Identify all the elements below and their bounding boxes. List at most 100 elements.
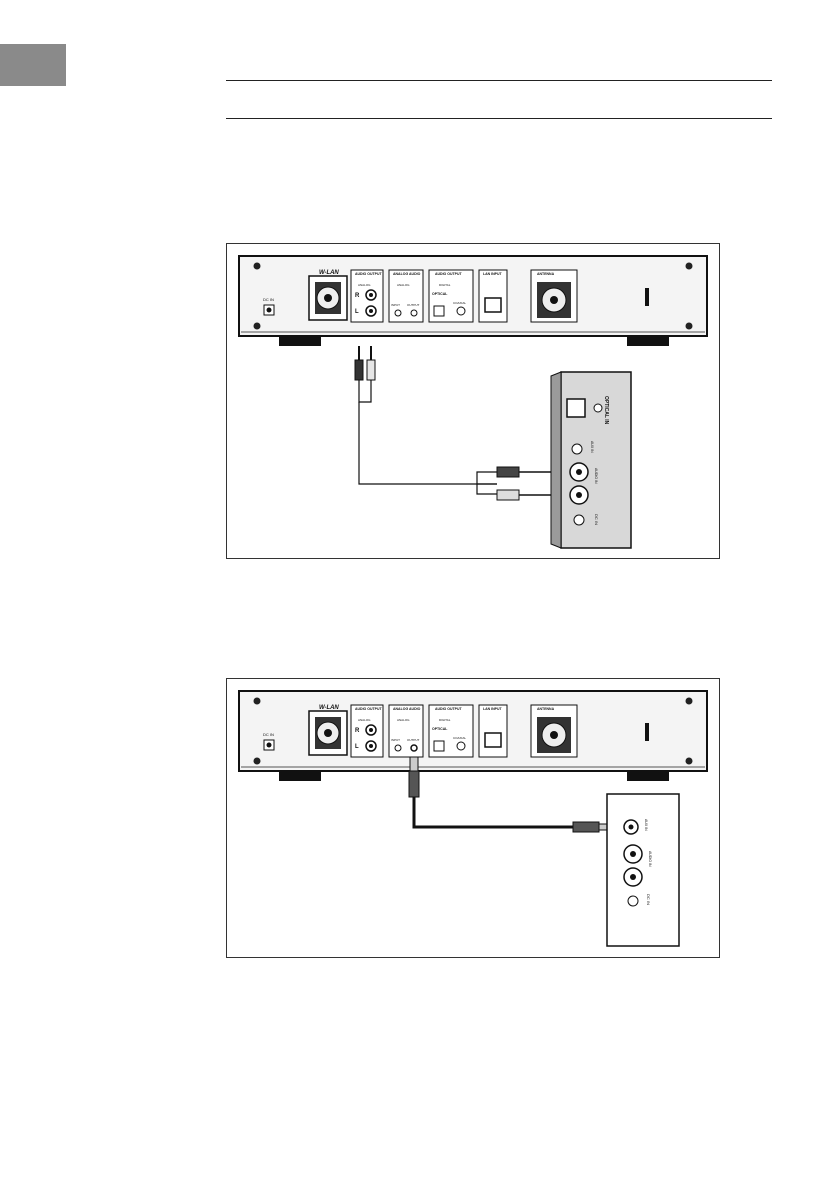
header-rule-bottom	[226, 118, 772, 119]
rca-jack-r-pin	[369, 293, 373, 297]
rca-cable-run	[358, 402, 497, 485]
figure-1-svg: DC IN W-LAN AUDIO OUTPUT ANALOG R L ANAL…	[238, 255, 708, 549]
dc-in-speaker-label: DC IN	[594, 514, 599, 525]
optical-label: OPTICAL	[432, 727, 448, 731]
rca-plug-light-icon	[366, 359, 376, 381]
device-foot-left	[279, 771, 321, 781]
dc-in-label: DC IN	[263, 732, 274, 737]
antenna-socket-center	[550, 296, 558, 304]
device-foot-right	[627, 336, 669, 346]
screw-icon	[685, 757, 693, 765]
wlan-label: W-LAN	[319, 270, 339, 276]
aux-plug-top-icon	[409, 756, 419, 772]
screw-icon	[253, 322, 261, 330]
aux-output-jack-icon	[410, 309, 418, 317]
optical-in-port-icon	[566, 398, 586, 418]
coaxial-label: COAXIAL	[453, 736, 466, 740]
device-foot-left	[279, 336, 321, 346]
rca-jack-l-pin	[369, 309, 373, 313]
aux-in-label: AUX IN	[644, 819, 648, 831]
digital-label: DIGITAL	[439, 283, 451, 287]
audio-in-r-pin	[576, 469, 582, 475]
aux-input-jack-icon	[394, 744, 402, 752]
optical-port-icon	[433, 740, 445, 752]
speaker-back-panel	[606, 793, 680, 947]
antenna-label: ANTENNA	[537, 272, 555, 276]
figure-2-svg: DC IN W-LAN AUDIO OUTPUT ANALOG R L ANAL…	[238, 690, 708, 947]
analog-audio-label: ANALOG AUDIO	[393, 707, 421, 711]
aux-cable-run	[412, 797, 573, 829]
rca-jack-r-pin	[369, 728, 373, 732]
aux-in-jack-pin	[628, 824, 634, 830]
optical-port-icon	[433, 305, 445, 317]
analog-audio-box	[388, 269, 424, 323]
analog-audio-label: ANALOG AUDIO	[393, 272, 421, 276]
screw-icon	[253, 757, 261, 765]
antenna-label: ANTENNA	[537, 707, 555, 711]
power-switch-icon	[645, 723, 649, 741]
power-switch-icon	[645, 288, 649, 306]
language-tab	[0, 44, 66, 86]
lan-port-icon	[484, 732, 502, 748]
r-channel-label: R	[355, 293, 360, 299]
device-foot-right	[627, 771, 669, 781]
l-channel-label: L	[355, 309, 359, 315]
lan-input-label: LAN INPUT	[483, 707, 503, 711]
figure-aux-connection: DC IN W-LAN AUDIO OUTPUT ANALOG R L ANAL…	[226, 678, 720, 958]
optical-in-label: OPTICAL IN	[603, 396, 609, 425]
lan-input-box	[478, 704, 508, 758]
analog-label: ANALOG	[358, 718, 371, 722]
lan-input-label: LAN INPUT	[483, 272, 503, 276]
rca-cable-bundle	[358, 380, 372, 403]
wlan-socket-center	[324, 729, 332, 737]
aux-in-label: AUX IN	[590, 441, 594, 453]
antenna-socket-center	[550, 731, 558, 739]
rca-plug-light-end-icon	[496, 489, 520, 501]
dc-in-speaker-jack-icon	[627, 895, 639, 907]
dc-in-speaker-label: DC IN	[646, 894, 651, 905]
l-channel-label: L	[355, 744, 359, 750]
rca-plug-dark-icon	[354, 359, 364, 381]
aux-in-jack-icon	[571, 443, 583, 455]
speaker-side	[550, 371, 562, 549]
lan-input-box	[478, 269, 508, 323]
dc-in-speaker-jack-icon	[573, 514, 585, 526]
audio-output-digital-label: AUDIO OUTPUT	[435, 272, 463, 276]
rca-jack-l-pin	[369, 744, 373, 748]
coaxial-jack-icon	[456, 306, 466, 316]
aux-plug-body-icon	[408, 770, 420, 798]
audio-in-label: AUDIO IN	[594, 468, 598, 484]
wlan-socket-center	[324, 294, 332, 302]
screw-icon	[253, 262, 261, 270]
analog-audio-box	[388, 704, 424, 758]
header-rule-top	[226, 80, 772, 81]
optical-in-indicator	[593, 403, 603, 413]
input-label: INPUT	[391, 738, 400, 742]
audio-output-label: AUDIO OUTPUT	[355, 707, 383, 711]
figure-rca-connection: DC IN W-LAN AUDIO OUTPUT ANALOG R L ANAL…	[226, 243, 720, 559]
aux-input-jack-icon	[394, 309, 402, 317]
wlan-label: W-LAN	[319, 705, 339, 711]
optical-label: OPTICAL	[432, 292, 448, 296]
aux-output-jack-icon	[410, 744, 418, 752]
dc-in-jack-pin-icon	[266, 742, 272, 748]
audio-output-label: AUDIO OUTPUT	[355, 272, 383, 276]
analog-label: ANALOG	[358, 283, 371, 287]
screw-icon	[685, 262, 693, 270]
output-label: OUTPUT	[407, 303, 420, 307]
audio-in-label: AUDIO IN	[648, 851, 652, 867]
audio-in-l-pin	[630, 874, 636, 880]
r-channel-label: R	[355, 728, 360, 734]
audio-output-digital-label: AUDIO OUTPUT	[435, 707, 463, 711]
screw-icon	[253, 697, 261, 705]
scan-edge-strip	[0, 1186, 840, 1192]
input-label: INPUT	[391, 303, 400, 307]
aux-plug-end-icon	[572, 821, 600, 833]
rca-cable-split-top	[476, 471, 497, 485]
rca-cable-split-bottom	[476, 484, 497, 495]
analog-sub-label: ANALOG	[397, 718, 410, 722]
screw-icon	[685, 322, 693, 330]
dc-in-label: DC IN	[263, 297, 274, 302]
coaxial-label: COAXIAL	[453, 301, 466, 305]
audio-in-r-pin	[630, 851, 636, 857]
